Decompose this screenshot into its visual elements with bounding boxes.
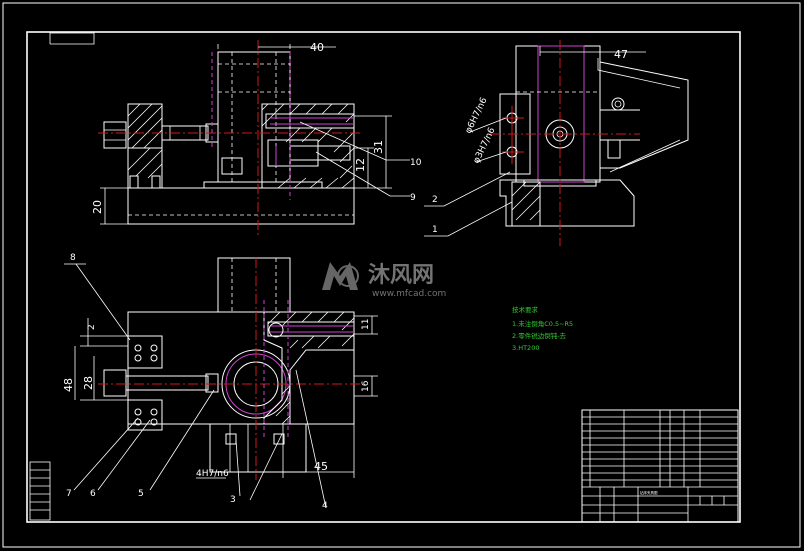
part-number-9: 9: [410, 193, 416, 203]
dim-11: 11: [361, 319, 371, 330]
watermark-brand: 沐风网: [368, 263, 434, 288]
dim-31: 31: [372, 140, 385, 154]
dim-16: 16: [361, 380, 371, 392]
part-number-8: 8: [70, 253, 76, 263]
fit-label-bottom: 4H7/n6: [196, 469, 229, 479]
part-number-7: 7: [66, 489, 72, 499]
dim-12: 12: [354, 158, 367, 172]
title-block-drawing-name: 钻床夹具图: [640, 490, 658, 495]
tech-notes-title: 技术要求: [512, 305, 539, 314]
dim-20: 20: [91, 200, 104, 214]
part-number-6: 6: [90, 489, 96, 499]
front-view: 40 31 12 20 10 9: [91, 40, 422, 236]
dim-48: 48: [62, 378, 75, 392]
dim-2: 2: [87, 324, 97, 330]
part-number-2: 2: [432, 195, 438, 205]
title-block: 钻床夹具图: [581, 409, 739, 523]
dim-47: 47: [614, 48, 628, 61]
part-number-5: 5: [138, 489, 144, 499]
top-view: 2 48 28 11 16 45 4H7/n6 8 7 6 5 3 4: [62, 253, 378, 511]
part-number-4: 4: [322, 501, 328, 511]
tech-note-3: 3.HT200: [512, 344, 539, 352]
dim-28: 28: [82, 376, 95, 390]
dim-40: 40: [310, 41, 324, 54]
part-number-10: 10: [410, 158, 422, 168]
watermark-url: www.mfcad.com: [372, 289, 446, 299]
part-number-3: 3: [230, 495, 236, 505]
tech-note-1: 1.未注倒角C0.5~R5: [512, 319, 573, 328]
tech-notes: 技术要求 1.未注倒角C0.5~R5 2.零件锐边倒钝-去 3.HT200: [512, 305, 573, 352]
part-number-1: 1: [432, 225, 438, 235]
side-view: 47 φ6H7/n6 φ3H7/n6 2 1: [424, 40, 689, 246]
tech-note-2: 2.零件锐边倒钝-去: [512, 331, 567, 340]
watermark: 沐风网 www.mfcad.com: [322, 262, 446, 299]
